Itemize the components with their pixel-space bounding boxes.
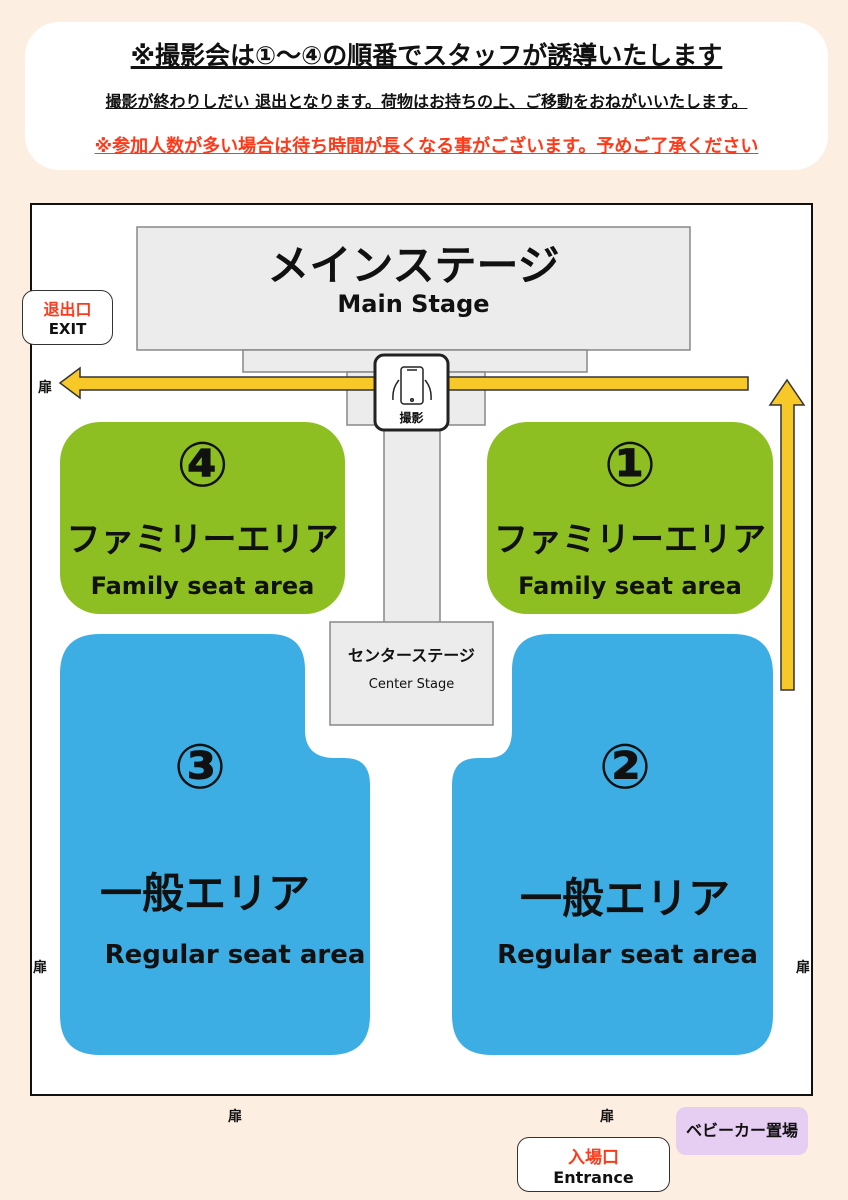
- door-label: 扉: [228, 1109, 242, 1125]
- area-name-en: Family seat area: [518, 572, 742, 600]
- door-label: 扉: [38, 380, 52, 396]
- entrance-callout: 入場口 Entrance: [517, 1137, 670, 1192]
- area-number: ①: [603, 428, 657, 501]
- area-name-en: Regular seat area: [497, 940, 758, 970]
- area-name-en: Family seat area: [90, 572, 315, 600]
- area-number: ④: [176, 428, 229, 501]
- exit-callout: 退出口 EXIT: [22, 290, 113, 345]
- center-stage-en: Center Stage: [368, 677, 455, 692]
- entry-arrow: [768, 378, 806, 691]
- door-label: 扉: [600, 1109, 614, 1125]
- header-notice: ※参加人数が多い場合は待ち時間が長くなる事がございます。予めご了承ください: [94, 136, 759, 157]
- door-label: 扉: [796, 960, 810, 976]
- exit-en: EXIT: [48, 320, 87, 338]
- exit-jp: 退出口: [43, 300, 92, 319]
- main-stage-en: Main Stage: [337, 290, 490, 318]
- area-2-shape: [452, 634, 773, 1055]
- area-name-en: Regular seat area: [104, 940, 366, 970]
- door-label: 扉: [33, 960, 47, 976]
- smartphone-in-hands-icon: [392, 366, 432, 405]
- stroller-parking: ベビーカー置場: [676, 1107, 808, 1155]
- area-1-shape: [487, 422, 773, 614]
- center-stage: [329, 621, 494, 726]
- area-name-jp: ファミリーエリア: [494, 520, 766, 560]
- header-title: ※撮影会は①～④の順番でスタッフが誘導いたします: [130, 41, 723, 70]
- entrance-jp: 入場口: [568, 1148, 619, 1168]
- center-stage-jp: センターステージ: [348, 646, 475, 665]
- main-stage-jp: メインステージ: [267, 241, 560, 290]
- header-subtitle: 撮影が終わりしだい 退出となります。荷物はお持ちの上、ご移動をおねがいいたします…: [105, 92, 748, 111]
- area-name-jp: 一般エリア: [99, 869, 310, 918]
- header-panel: ※撮影会は①～④の順番でスタッフが誘導いたします 撮影が終わりしだい 退出となり…: [25, 22, 828, 170]
- entrance-en: Entrance: [553, 1168, 634, 1187]
- area-number: ②: [598, 730, 652, 803]
- photo-spot-label: 撮影: [399, 411, 424, 425]
- main-stage: [136, 226, 691, 351]
- photo-spot-box: [373, 353, 450, 432]
- area-3-shape: [60, 634, 370, 1055]
- area-name-jp: ファミリーエリア: [66, 520, 339, 560]
- area-name-jp: 一般エリア: [519, 874, 730, 923]
- area-4-shape: [60, 422, 345, 614]
- area-number: ③: [173, 730, 227, 803]
- runway: [383, 424, 441, 624]
